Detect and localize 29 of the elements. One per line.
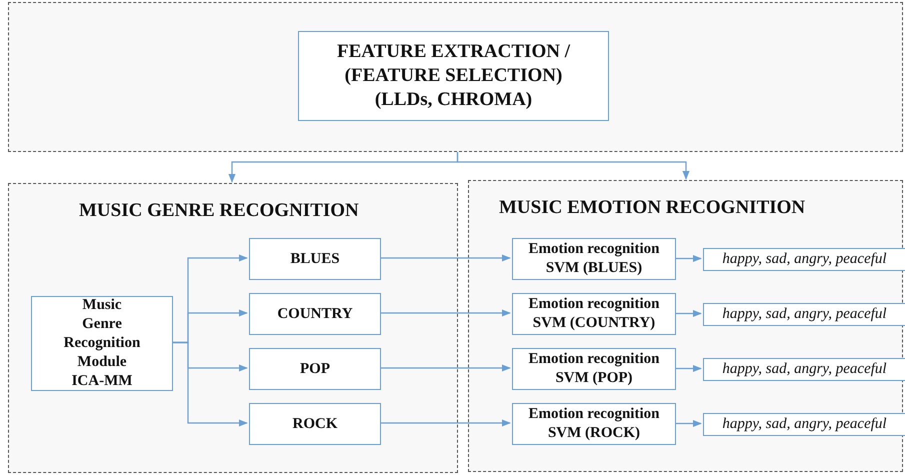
process-box: BLUES	[249, 238, 381, 280]
region-heading: MUSIC GENRE RECOGNITION	[79, 200, 359, 222]
arrow	[172, 342, 248, 427]
output-box: happy, sad, angry, peaceful	[703, 303, 905, 326]
arrow	[675, 310, 702, 318]
process-box: ROCK	[249, 403, 381, 445]
process-box: POP	[249, 348, 381, 390]
group-region	[8, 2, 903, 152]
group-region	[8, 183, 458, 473]
region-heading: MUSIC EMOTION RECOGNITION	[499, 197, 806, 219]
process-box: Music Genre Recognition Module ICA-MM	[31, 296, 173, 391]
process-box: COUNTRY	[249, 293, 381, 335]
arrow	[675, 254, 702, 262]
output-box: happy, sad, angry, peaceful	[703, 248, 905, 271]
process-box: Emotion recognition SVM (COUNTRY)	[512, 293, 676, 335]
process-box: Emotion recognition SVM (ROCK)	[512, 403, 676, 445]
group-region	[468, 180, 903, 472]
arrow	[380, 254, 511, 262]
arrow	[675, 364, 702, 372]
arrow	[380, 364, 511, 372]
process-box: Emotion recognition SVM (POP)	[512, 348, 676, 390]
arrow	[380, 309, 511, 317]
arrow	[380, 419, 511, 427]
arrow	[675, 420, 702, 428]
output-box: happy, sad, angry, peaceful	[703, 358, 905, 381]
output-box: happy, sad, angry, peaceful	[703, 413, 905, 436]
process-box: FEATURE EXTRACTION / (FEATURE SELECTION) (LLDs, CHROMA)	[298, 31, 609, 121]
arrow	[456, 152, 690, 180]
process-box: Emotion recognition SVM (BLUES)	[512, 238, 676, 280]
